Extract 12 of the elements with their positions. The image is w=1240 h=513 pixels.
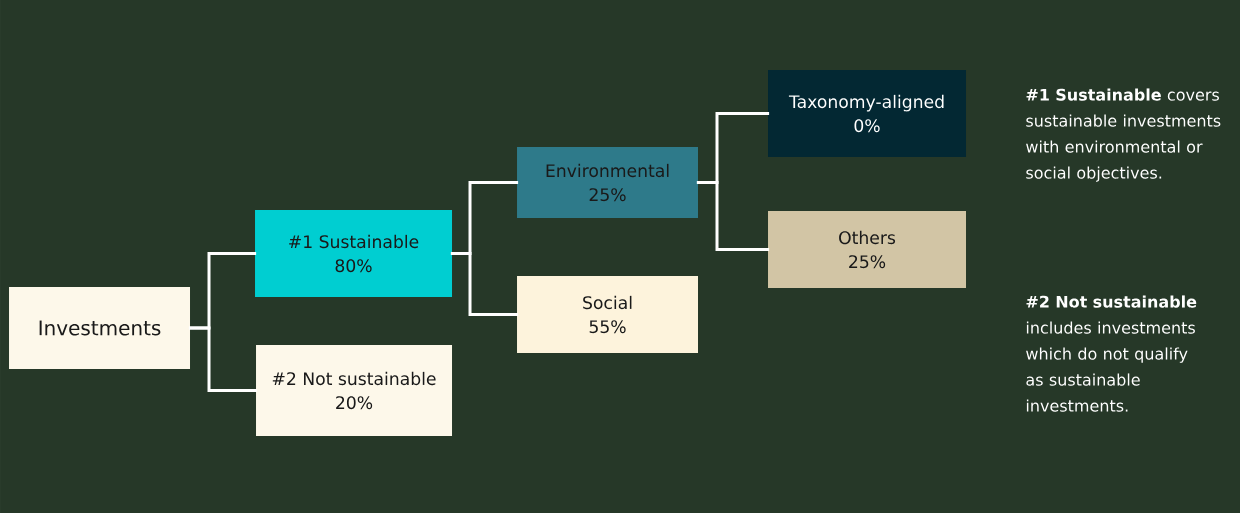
bracket-connector [188,326,258,392]
category-box: Environmental 25% [517,147,698,218]
bracket-connector [696,181,770,251]
category-box: Social 55% [517,276,698,353]
note-text: #2 Not sustainable includes investments which do not qualify as sustainable investments. [1026,295,1197,412]
category-box: #2 Not sustainable 20% [256,345,452,436]
category-box: Taxonomy-aligned 0% [768,70,966,157]
category-box: Investments [9,287,190,369]
note-text: #1 Sustainable covers sustainable investments with environmental or social objectives. [1026,88,1221,182]
bracket-connector [450,252,519,316]
category-box: #1 Sustainable 80% [255,210,452,297]
category-box: Others 25% [768,211,966,288]
